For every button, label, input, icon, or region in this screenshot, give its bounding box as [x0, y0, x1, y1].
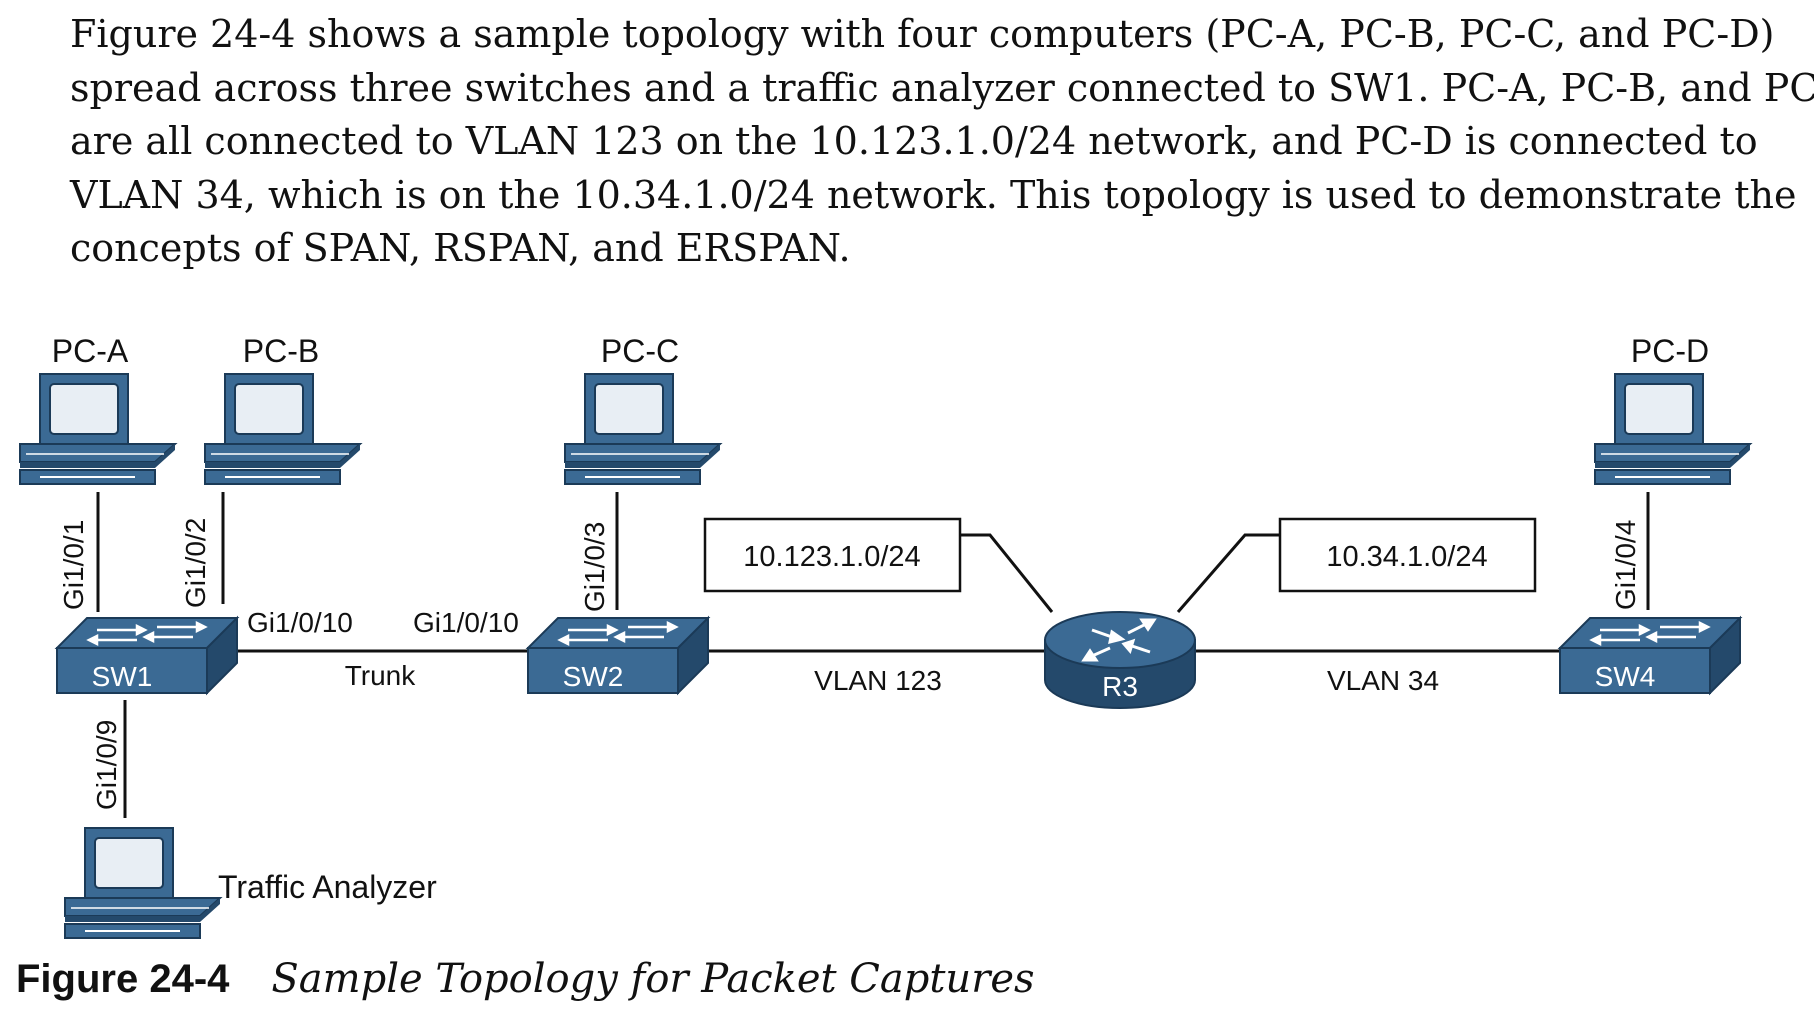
figure-caption: Figure 24-4 Sample Topology for Packet Ca…: [16, 955, 1035, 1002]
callout-left-leader: [960, 533, 1054, 613]
paragraph-line: are all connected to VLAN 123 on the 10.…: [70, 119, 1758, 163]
pc-d-label: PC-D: [1631, 333, 1709, 369]
pc-a: PC-A: [19, 333, 176, 485]
link-label-vlan34: VLAN 34: [1327, 665, 1439, 696]
switch-sw1-label: SW1: [92, 661, 153, 692]
switch-sw4: SW4: [1558, 616, 1742, 695]
port-label: Gi1/0/10: [247, 607, 353, 638]
port-label: Gi1/0/1: [58, 520, 89, 610]
router-r3: R3: [1044, 611, 1196, 709]
pc-a-icon: [19, 373, 176, 485]
topology-diagram: 10.123.1.0/24 10.34.1.0/24 PC-A PC-B PC-…: [19, 333, 1751, 939]
pc-a-label: PC-A: [52, 333, 129, 369]
switch-sw4-label: SW4: [1595, 661, 1656, 692]
callout-right-leader: [1176, 533, 1280, 613]
router-r3-label: R3: [1102, 671, 1138, 702]
traffic-analyzer: Traffic Analyzer: [64, 827, 437, 939]
paragraph-line: spread across three switches and a traff…: [70, 65, 1814, 110]
intro-paragraph: Figure 24-4 shows a sample topology with…: [70, 8, 1814, 276]
switch-sw2: SW2: [526, 616, 710, 695]
paragraph-line: VLAN 34, which is on the 10.34.1.0/24 ne…: [70, 172, 1797, 217]
port-label: Gi1/0/10: [413, 607, 519, 638]
pc-b-label: PC-B: [243, 333, 319, 369]
switch-sw1: SW1: [55, 616, 239, 695]
port-label: Gi1/0/3: [579, 522, 610, 612]
pc-c-label: PC-C: [601, 333, 679, 369]
caption-title: Sample Topology for Packet Captures: [271, 956, 1035, 1002]
port-label: Gi1/0/2: [180, 518, 211, 608]
port-label: Gi1/0/9: [91, 720, 122, 810]
traffic-analyzer-label: Traffic Analyzer: [218, 869, 437, 905]
link-label-trunk: Trunk: [345, 660, 417, 691]
switch-sw2-label: SW2: [563, 661, 624, 692]
network-right-label: 10.34.1.0/24: [1326, 541, 1487, 573]
network-left-label: 10.123.1.0/24: [743, 541, 920, 573]
paragraph-line: Figure 24-4 shows a sample topology with…: [70, 12, 1775, 56]
pc-b-icon: [204, 373, 361, 485]
link-label-vlan123: VLAN 123: [814, 665, 942, 696]
pc-b: PC-B: [204, 333, 361, 485]
link-lines: [96, 492, 1650, 818]
paragraph-line: concepts of SPAN, RSPAN, and ERSPAN.: [70, 226, 851, 270]
pc-d-icon: [1594, 373, 1751, 485]
link-labels: Trunk VLAN 123 VLAN 34: [345, 660, 1439, 696]
pc-d: PC-D: [1594, 333, 1751, 485]
network-left-box: 10.123.1.0/24: [703, 517, 962, 593]
pc-c: PC-C: [564, 333, 721, 485]
router-arrows-icon: [1081, 618, 1157, 662]
caption-number: Figure 24-4: [16, 957, 230, 1001]
port-labels: Gi1/0/1 Gi1/0/2 Gi1/0/3 Gi1/0/4 Gi1/0/9 …: [58, 518, 1641, 810]
network-right-box: 10.34.1.0/24: [1278, 517, 1537, 593]
port-label: Gi1/0/4: [1610, 520, 1641, 610]
traffic-analyzer-icon: [64, 827, 221, 939]
pc-c-icon: [564, 373, 721, 485]
